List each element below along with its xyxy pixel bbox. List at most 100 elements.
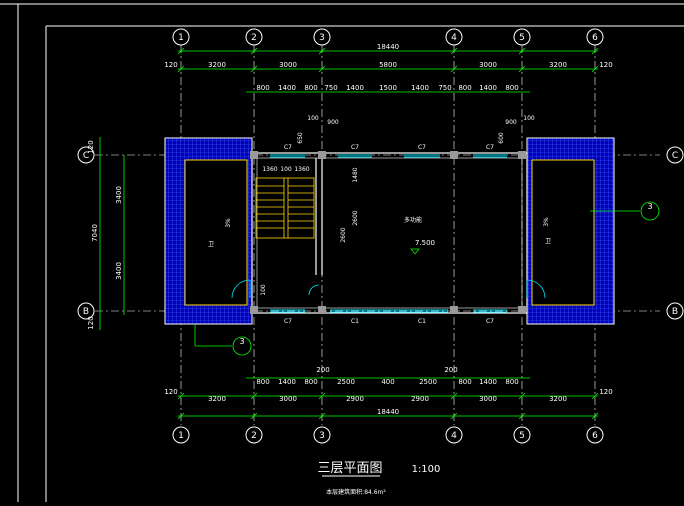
windows [270, 154, 507, 313]
drawing-frame [0, 3, 684, 502]
section-marker-right: 3 [647, 202, 652, 211]
axis-label-c: C [83, 151, 89, 161]
dimension-tick [450, 65, 458, 73]
dim-edge-left: 120 [164, 61, 177, 69]
stair-dim-3: 1360 [294, 166, 309, 173]
axis-label-4: 4 [451, 33, 457, 43]
level-mark: 7.500 [415, 239, 435, 247]
staircase [255, 177, 315, 239]
dim-bay-5: 3200 [549, 61, 567, 69]
dim-bwin-2: 1400 [278, 378, 296, 386]
dim-win-4: 750 [324, 84, 337, 92]
dimension-tick [318, 392, 326, 400]
dim-side-bottom: 120 [87, 316, 95, 329]
axis-label-2-bottom: 2 [251, 431, 257, 441]
dim-bbay-2: 3000 [279, 395, 297, 403]
dimension-tick [177, 65, 185, 73]
interior-dim-100c: 100 [260, 284, 267, 296]
area-note: 本层建筑面积:84.6m² [326, 488, 386, 496]
window-label-5: C7 [284, 318, 292, 325]
dim-edge-right: 120 [599, 61, 612, 69]
dim-win-2: 1400 [278, 84, 296, 92]
window-label-2: C7 [351, 144, 359, 151]
drawing-scale: 1:100 [412, 464, 441, 475]
axis-bubbles-side [77, 146, 684, 320]
left-toilet-block [164, 137, 253, 325]
dim-bottom-edge-right: 120 [599, 388, 612, 396]
axis-label-4-bottom: 4 [451, 431, 457, 441]
interior-dim-100: 100 [307, 115, 319, 122]
axis-label-3: 3 [319, 33, 325, 43]
section-markers [194, 201, 660, 356]
dim-win-6: 1500 [379, 84, 397, 92]
axis-label-c-right: C [672, 151, 678, 161]
dimension-tick [518, 392, 526, 400]
axis-label-3-bottom: 3 [319, 431, 325, 441]
dim-bbay-5: 3000 [479, 395, 497, 403]
dimension-tick [318, 412, 326, 420]
slope-left: 3% [225, 218, 232, 228]
toilet-label-right: 卫 [545, 238, 551, 245]
dim-bwin-9: 800 [505, 378, 518, 386]
axis-label-1-bottom: 1 [178, 431, 184, 441]
slope-right: 3% [543, 217, 550, 227]
doors [231, 279, 546, 299]
dim-200-right: 200 [444, 366, 457, 374]
dim-win-8: 750 [438, 84, 451, 92]
window-label-8: C7 [486, 318, 494, 325]
level-triangle [410, 248, 420, 255]
dimension-tick [450, 392, 458, 400]
window-label-7: C1 [418, 318, 426, 325]
dim-win-7: 1400 [411, 84, 429, 92]
dimension-ticks [177, 47, 599, 420]
dimension-tick [450, 412, 458, 420]
drawing-title: 三层平面图 [317, 461, 382, 476]
dim-win-9: 800 [458, 84, 471, 92]
dim-bottom-edge-left: 120 [164, 388, 177, 396]
dimension-tick [591, 47, 599, 55]
dim-win-5: 1400 [346, 84, 364, 92]
dim-bay-1: 3200 [208, 61, 226, 69]
dim-win-1: 800 [256, 84, 269, 92]
dimension-tick [518, 65, 526, 73]
dim-top-total: 18440 [377, 43, 399, 51]
room-label: 多功能 [404, 216, 422, 224]
dim-bwin-1: 800 [256, 378, 269, 386]
dimension-tick [591, 392, 599, 400]
dim-bbay-1: 3200 [208, 395, 226, 403]
interior-dim-1480: 1480 [352, 167, 359, 182]
axis-bubbles-bottom [172, 426, 604, 444]
dimension-tick [518, 47, 526, 55]
axis-bubbles-top [172, 28, 604, 46]
dim-bay-3: 5800 [379, 61, 397, 69]
stair-dim-2: 100 [280, 166, 292, 173]
dimension-tick [250, 65, 258, 73]
axis-label-5-bottom: 5 [519, 431, 525, 441]
dimension-tick [177, 392, 185, 400]
dim-win-3: 800 [304, 84, 317, 92]
dim-bwin-7: 800 [458, 378, 471, 386]
dim-bwin-6: 2500 [419, 378, 437, 386]
dim-bwin-5: 400 [381, 378, 394, 386]
axis-label-6-bottom: 6 [592, 431, 598, 441]
interior-dim-650: 650 [297, 132, 304, 144]
interior-dim-900: 900 [327, 119, 339, 126]
dimension-tick [177, 412, 185, 420]
dimension-tick [250, 47, 258, 55]
dim-win-10: 1400 [479, 84, 497, 92]
axis-label-b: B [83, 307, 89, 317]
dim-bwin-4: 2500 [337, 378, 355, 386]
dim-bwin-8: 1400 [479, 378, 497, 386]
dimension-tick [450, 47, 458, 55]
dim-bwin-3: 800 [304, 378, 317, 386]
window-label-1: C7 [284, 144, 292, 151]
dimension-lines [99, 50, 598, 417]
dim-bbay-6: 3200 [549, 395, 567, 403]
dimension-tick [250, 392, 258, 400]
axis-label-6: 6 [592, 33, 598, 43]
dim-bottom-total: 18440 [377, 408, 399, 416]
stair-dim-1: 1360 [262, 166, 277, 173]
dimension-tick [591, 65, 599, 73]
